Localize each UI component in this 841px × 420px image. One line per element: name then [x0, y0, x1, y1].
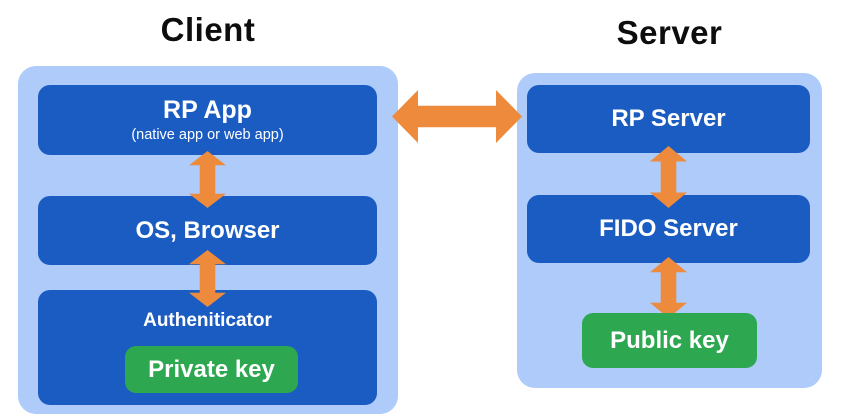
rp-app-subtitle: (native app or web app) [131, 126, 284, 143]
server-container: RP Server FIDO Server Public key [517, 73, 822, 388]
server-title: Server [616, 14, 723, 51]
client-title: Client [160, 11, 256, 48]
rp-server-box: RP Server [527, 85, 810, 153]
public-key-box: Public key [582, 313, 757, 368]
fidoserver-publickey-arrow-icon [650, 257, 687, 318]
osbrowser-authenticator-arrow-icon [189, 250, 226, 307]
rp-app-box: RP App (native app or web app) [38, 85, 377, 155]
client-server-arrow-icon [392, 90, 522, 143]
fido-server-label: FIDO Server [599, 215, 738, 242]
rp-server-label: RP Server [611, 105, 726, 132]
private-key-box: Private key [125, 346, 298, 393]
rpserver-fidoserver-arrow-icon [650, 146, 687, 208]
public-key-label: Public key [610, 326, 729, 354]
rpapp-osbrowser-arrow-icon [189, 151, 226, 208]
private-key-label: Private key [148, 355, 275, 383]
os-browser-label: OS, Browser [135, 216, 280, 244]
authenticator-label: Autheniticator [143, 310, 272, 331]
client-container: RP App (native app or web app) OS, Brows… [18, 66, 398, 414]
rp-app-title: RP App [163, 96, 252, 125]
